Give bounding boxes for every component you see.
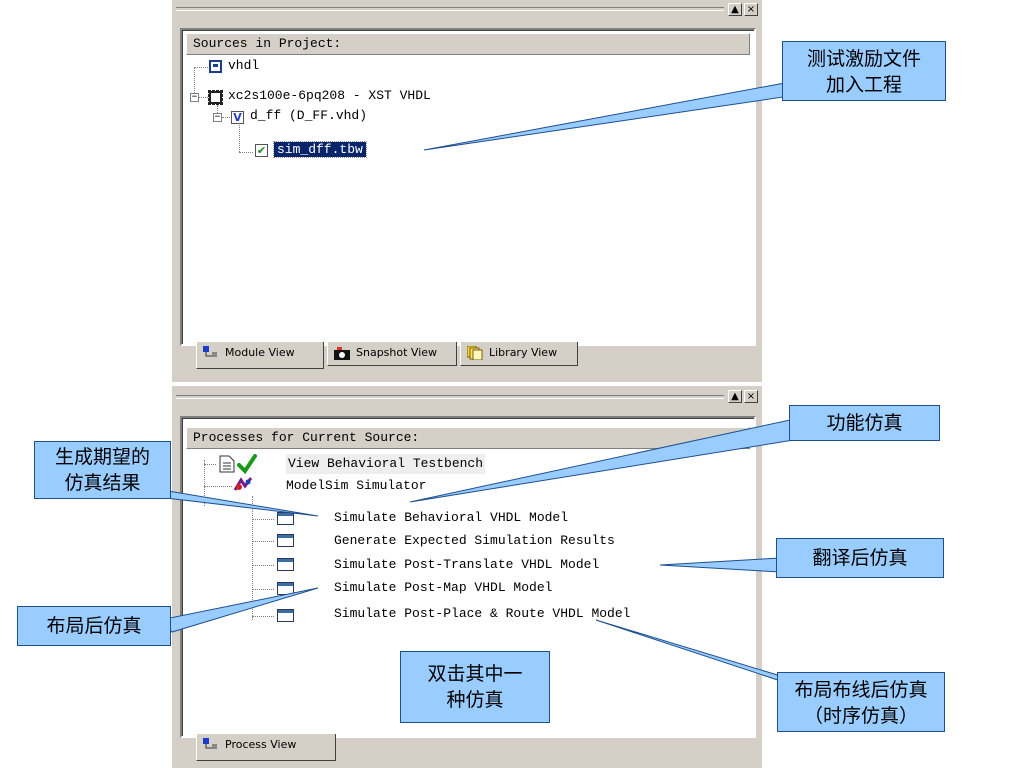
sources-pane: ▲ × Sources in Project: − − vhdl xc2s100… bbox=[172, 0, 762, 382]
callout-post-par: 布局布线后仿真（时序仿真） bbox=[777, 672, 945, 732]
process-icon bbox=[277, 534, 294, 547]
callout-expected-results: 生成期望的仿真结果 bbox=[34, 441, 171, 499]
tab-process-view[interactable]: Process View bbox=[196, 734, 336, 761]
process-simulate-post-map[interactable]: Simulate Post-Map VHDL Model bbox=[334, 580, 553, 595]
tree-line bbox=[239, 152, 253, 153]
tree-item-d-ff[interactable]: d_ff (D_FF.vhd) bbox=[250, 108, 368, 123]
tree-line bbox=[204, 486, 232, 487]
tab-label: Library View bbox=[489, 346, 558, 359]
callout-add-testbench: 测试激励文件加入工程 bbox=[782, 41, 946, 101]
process-view-icon bbox=[203, 738, 217, 749]
tab-label: Module View bbox=[225, 346, 295, 359]
collapse-toggle[interactable]: − bbox=[213, 112, 222, 122]
process-simulate-post-translate[interactable]: Simulate Post-Translate VHDL Model bbox=[334, 557, 600, 572]
leader-expected-results bbox=[149, 487, 319, 517]
tab-module-view[interactable]: Module View bbox=[196, 342, 324, 369]
tree-line bbox=[252, 565, 274, 566]
pane-grip[interactable] bbox=[176, 395, 724, 399]
vhdl-file-icon: V bbox=[231, 111, 244, 124]
tab-snapshot-view[interactable]: Snapshot View bbox=[327, 342, 457, 366]
callout-double-click: 双击其中一种仿真 bbox=[400, 651, 550, 723]
module-view-icon bbox=[203, 346, 217, 357]
process-simulate-post-par[interactable]: Simulate Post-Place & Route VHDL Model bbox=[334, 606, 631, 621]
collapse-toggle[interactable]: − bbox=[190, 92, 199, 102]
selected-label: sim_dff.tbw bbox=[273, 141, 367, 158]
snapshot-icon bbox=[334, 347, 350, 360]
testbench-icon: ✔ bbox=[255, 144, 268, 157]
process-generate-expected[interactable]: Generate Expected Simulation Results bbox=[334, 533, 615, 548]
process-view-behavioral-testbench[interactable]: View Behavioral Testbench bbox=[286, 454, 486, 474]
tree-item-device[interactable]: xc2s100e-6pq208 - XST VHDL bbox=[228, 88, 431, 103]
sources-header: Sources in Project: bbox=[186, 33, 750, 55]
process-modelsim-simulator[interactable]: ModelSim Simulator bbox=[286, 478, 427, 493]
library-icon bbox=[467, 346, 483, 360]
leader-functional-sim bbox=[409, 419, 807, 503]
tree-line bbox=[217, 105, 218, 117]
tree-line bbox=[252, 541, 274, 542]
chip-icon bbox=[208, 90, 223, 105]
tree-line bbox=[222, 117, 230, 118]
close-button[interactable]: × bbox=[744, 390, 758, 403]
callout-post-map: 布局后仿真 bbox=[17, 606, 171, 646]
callout-post-translate: 翻译后仿真 bbox=[776, 538, 944, 578]
close-button[interactable]: × bbox=[744, 3, 758, 16]
simulator-icon bbox=[233, 477, 253, 491]
sources-tree-view[interactable]: Sources in Project: − − vhdl xc2s100e-6p… bbox=[180, 28, 756, 346]
leader-post-translate bbox=[659, 557, 781, 573]
tree-line bbox=[199, 97, 208, 98]
pane-grip[interactable] bbox=[176, 7, 724, 11]
callout-functional-sim: 功能仿真 bbox=[789, 405, 940, 441]
restore-button[interactable]: ▲ bbox=[728, 3, 742, 16]
tab-label: Process View bbox=[225, 738, 297, 751]
tree-line bbox=[252, 589, 274, 590]
process-icon bbox=[277, 558, 294, 571]
leader-add-testbench bbox=[423, 81, 791, 151]
processes-header: Processes for Current Source: bbox=[186, 427, 750, 449]
tab-label: Snapshot View bbox=[356, 346, 438, 359]
tree-line bbox=[252, 496, 253, 620]
tree-line bbox=[239, 125, 240, 152]
process-simulate-behavioral[interactable]: Simulate Behavioral VHDL Model bbox=[334, 510, 569, 525]
process-icon bbox=[277, 609, 294, 622]
tab-library-view[interactable]: Library View bbox=[460, 342, 578, 366]
tree-line bbox=[194, 67, 195, 97]
tree-item-sim-dff[interactable]: sim_dff.tbw bbox=[273, 140, 367, 160]
tree-line bbox=[204, 464, 216, 465]
restore-button[interactable]: ▲ bbox=[728, 390, 742, 403]
leader-post-map bbox=[158, 587, 319, 633]
tree-item-vhdl[interactable]: vhdl bbox=[228, 58, 260, 73]
project-icon bbox=[209, 60, 222, 73]
tree-line bbox=[204, 460, 205, 506]
tree-line bbox=[252, 519, 274, 520]
check-icon bbox=[237, 454, 257, 474]
tree-line bbox=[194, 67, 208, 68]
tree-line bbox=[252, 616, 274, 617]
document-icon bbox=[219, 455, 235, 473]
